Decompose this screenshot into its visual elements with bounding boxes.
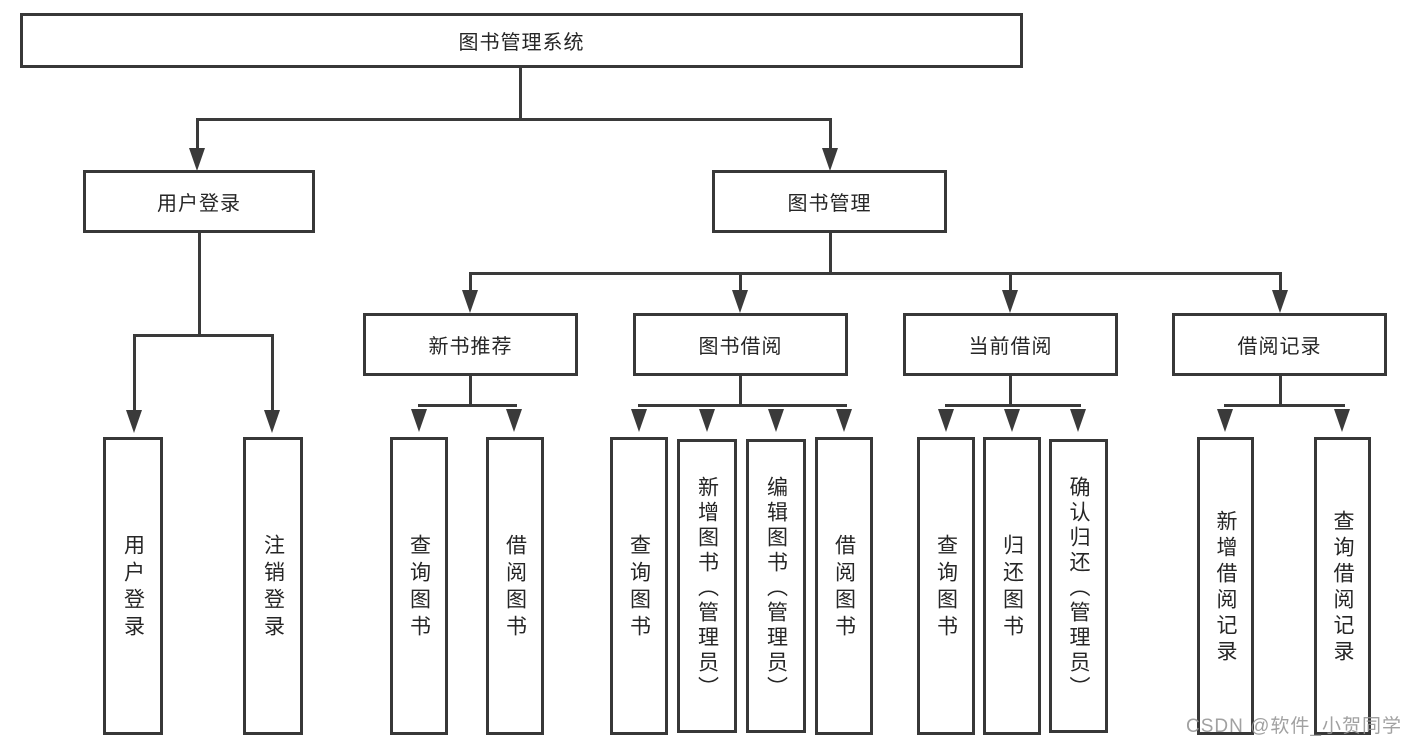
node-book-borrowing: 图书借阅 <box>633 313 848 376</box>
arrow-down-icon <box>411 409 427 432</box>
node-current-borrowing: 当前借阅 <box>903 313 1118 376</box>
connector-line <box>198 233 201 337</box>
arrow-down-icon <box>836 409 852 432</box>
connector-line <box>133 334 136 412</box>
connector-line <box>638 404 847 407</box>
arrow-down-icon <box>1334 409 1350 432</box>
leaf-br-query-record: 查询借阅记录 <box>1314 437 1371 735</box>
leaf-nb-query-books: 查询图书 <box>390 437 448 735</box>
arrow-down-icon <box>938 409 954 432</box>
leaf-logout-login: 注销登录 <box>243 437 303 735</box>
leaf-br-add-record: 新增借阅记录 <box>1197 437 1254 735</box>
connector-line <box>196 118 832 121</box>
node-library-management-system: 图书管理系统 <box>20 13 1023 68</box>
connector-line <box>196 118 199 151</box>
leaf-bb-query-books: 查询图书 <box>610 437 668 735</box>
connector-line <box>829 233 832 275</box>
leaf-bb-add-books-admin: 新增图书（管理员） <box>677 439 737 733</box>
connector-line <box>1009 272 1012 292</box>
connector-line <box>271 334 274 412</box>
leaf-cb-query-books: 查询图书 <box>917 437 975 735</box>
arrow-down-icon <box>631 409 647 432</box>
arrow-down-icon <box>1004 409 1020 432</box>
leaf-cb-confirm-return-admin: 确认归还（管理员） <box>1049 439 1108 733</box>
leaf-bb-edit-books-admin: 编辑图书（管理员） <box>746 439 806 733</box>
connector-line <box>418 404 517 407</box>
arrow-down-icon <box>189 148 205 171</box>
connector-line <box>739 376 742 407</box>
connector-line <box>469 272 1282 275</box>
arrow-down-icon <box>264 410 280 433</box>
connector-line <box>469 376 472 407</box>
arrow-down-icon <box>1002 290 1018 313</box>
arrow-down-icon <box>768 409 784 432</box>
connector-line <box>519 68 522 120</box>
node-new-book-recommendation: 新书推荐 <box>363 313 578 376</box>
connector-line <box>739 272 742 292</box>
connector-line <box>133 334 274 337</box>
arrow-down-icon <box>822 148 838 171</box>
connector-line <box>1009 376 1012 407</box>
arrow-down-icon <box>1070 409 1086 432</box>
leaf-cb-return-books: 归还图书 <box>983 437 1041 735</box>
arrow-down-icon <box>699 409 715 432</box>
connector-line <box>945 404 1081 407</box>
arrow-down-icon <box>1272 290 1288 313</box>
leaf-bb-borrow-books: 借阅图书 <box>815 437 873 735</box>
node-book-management: 图书管理 <box>712 170 947 233</box>
watermark-csdn: CSDN @软件_小贺同学 <box>1186 716 1402 737</box>
connector-line <box>1224 404 1345 407</box>
leaf-nb-borrow-books: 借阅图书 <box>486 437 544 735</box>
arrow-down-icon <box>462 290 478 313</box>
connector-line <box>469 272 472 292</box>
arrow-down-icon <box>732 290 748 313</box>
connector-line <box>1279 272 1282 292</box>
arrow-down-icon <box>506 409 522 432</box>
arrow-down-icon <box>126 410 142 433</box>
node-borrowing-records: 借阅记录 <box>1172 313 1387 376</box>
node-user-login: 用户登录 <box>83 170 315 233</box>
connector-line <box>1279 376 1282 407</box>
arrow-down-icon <box>1217 409 1233 432</box>
connector-line <box>829 118 832 151</box>
leaf-user-login: 用户登录 <box>103 437 163 735</box>
